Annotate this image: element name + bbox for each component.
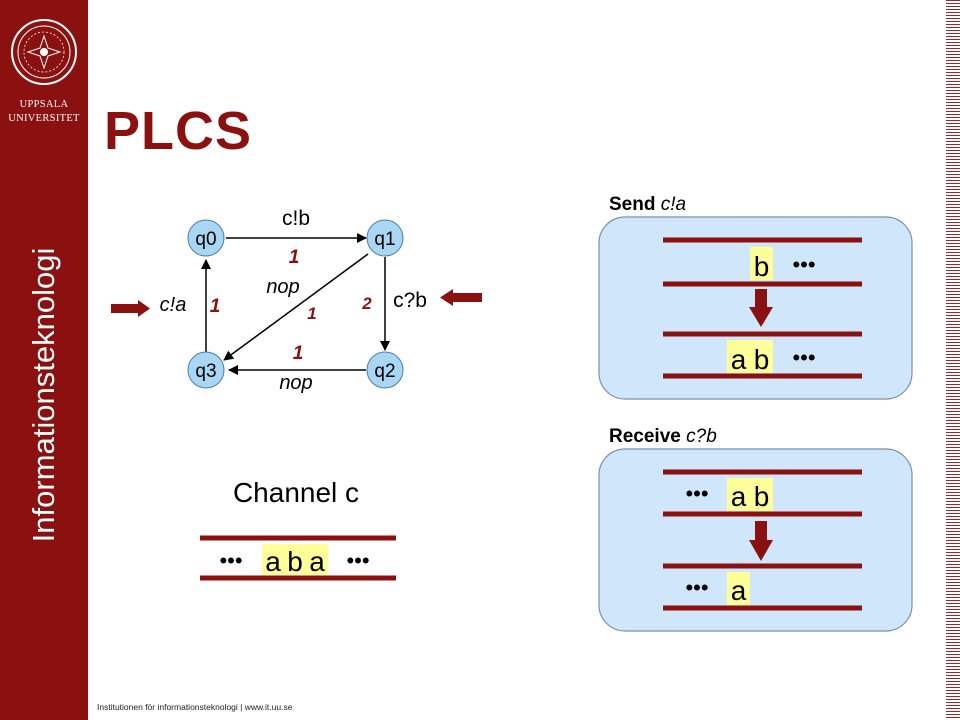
automaton: q0 q1 q2 q3 c!b 1 nop 1 c?b 2 1 nop c!a … [111, 207, 482, 394]
receive-after-cell: a [731, 575, 747, 606]
receive-down-arrow [749, 521, 773, 561]
send-after-cell: a [731, 344, 747, 375]
channel-cell: a [309, 546, 325, 577]
edge-q2-q3-weight: 1 [293, 343, 304, 364]
state-q2: q2 [366, 351, 404, 389]
footer-text: Institutionen för informationsteknologi … [97, 702, 293, 712]
receive-before-cell: b [754, 481, 770, 512]
edge-q3-q0-weight: 1 [210, 296, 221, 317]
edge-q1-q3-label: nop [266, 276, 299, 298]
slide-title: PLCS [104, 101, 253, 161]
send-after-cell: b [754, 344, 770, 375]
edge-q1-q2-weight: 2 [361, 294, 372, 313]
state-q2-label: q2 [374, 361, 395, 382]
channel-c: Channel c ••• a b a ••• [200, 477, 396, 581]
edge-q1-q2-label: c?b [393, 289, 427, 312]
receive-panel: Receive c?b ••• a b ••• a [598, 426, 913, 632]
edge-stripe-pattern [946, 0, 960, 720]
state-q0-label: q0 [195, 229, 216, 250]
university-name: UPPSALA UNIVERSITET [8, 99, 80, 124]
send-after-dots: ••• [792, 345, 815, 370]
channel-cell: a [265, 546, 281, 577]
state-q3: q3 [187, 351, 225, 389]
state-q0: q0 [187, 219, 225, 257]
edge-q2-q3-label: nop [279, 372, 312, 394]
sidebar: UPPSALA UNIVERSITET Informationsteknolog… [0, 0, 88, 720]
edge-q0-q1-label: c!b [282, 207, 310, 230]
state-q1-label: q1 [374, 229, 395, 250]
send-down-arrow [749, 289, 773, 327]
receive-heading: Receive c?b [609, 426, 717, 447]
state-q3-label: q3 [195, 361, 216, 382]
send-before-cell: b [754, 251, 770, 282]
channel-label: Channel c [233, 477, 359, 508]
send-heading: Send c!a [609, 194, 686, 215]
send-panel: Send c!a b ••• a b ••• [598, 194, 913, 400]
pointer-arrow-send [111, 300, 150, 317]
university-seal-icon [11, 19, 77, 85]
send-before-dots: ••• [792, 252, 815, 277]
edge-q1-q3-weight: 1 [307, 304, 316, 323]
pointer-arrow-receive [440, 289, 482, 306]
receive-after-dots: ••• [685, 575, 708, 600]
channel-cell: b [287, 546, 303, 577]
edge-q1-q3 [223, 253, 369, 361]
channel-dots-right: ••• [346, 548, 369, 573]
edge-q0-q1-weight: 1 [289, 247, 300, 268]
state-q1: q1 [366, 219, 404, 257]
channel-dots-left: ••• [219, 548, 242, 573]
receive-before-dots: ••• [685, 481, 708, 506]
edge-q3-q0-label: c!a [160, 294, 187, 316]
receive-before-cell: a [731, 481, 747, 512]
